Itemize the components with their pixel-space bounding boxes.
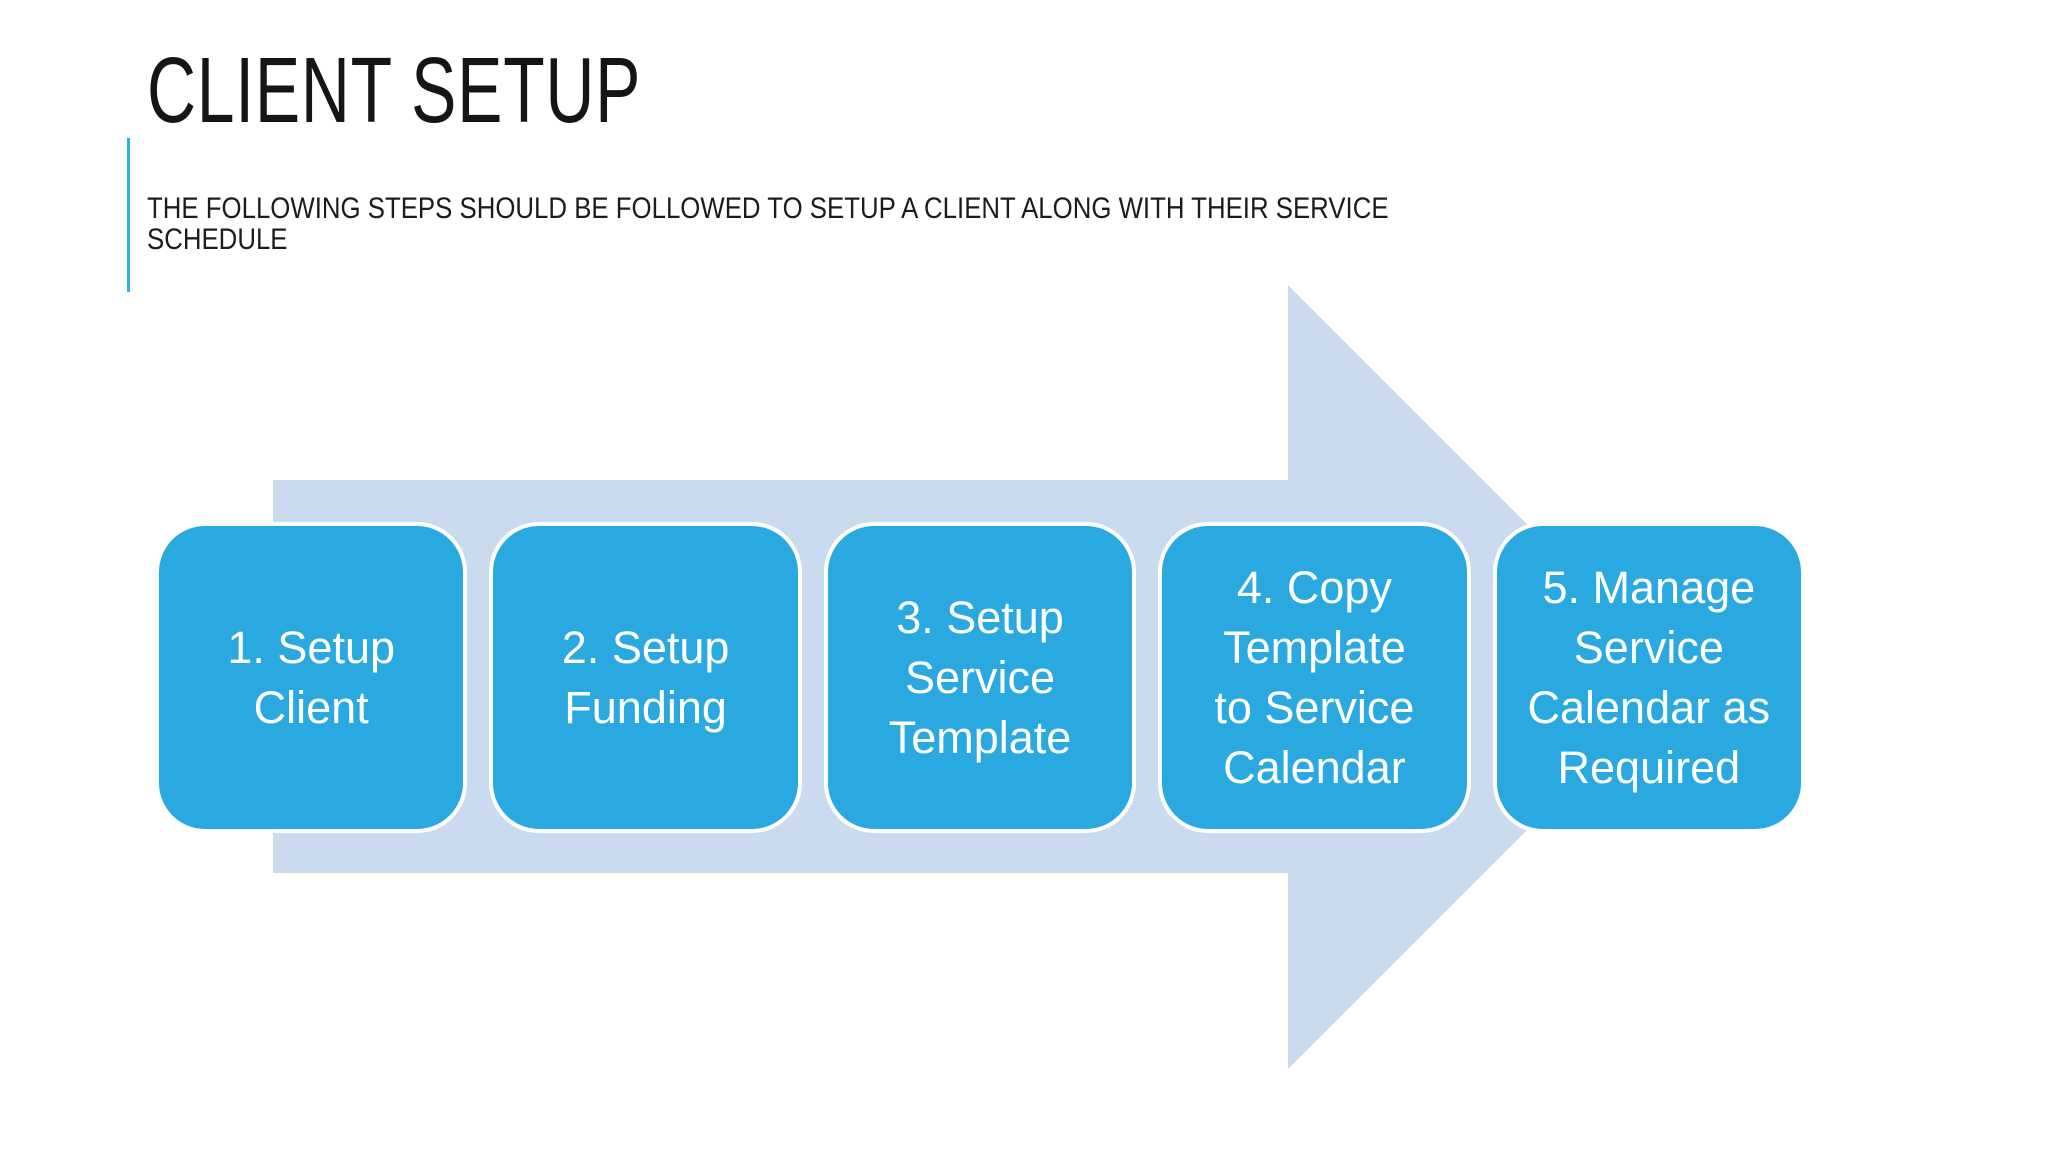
slide-subtitle: THE FOLLOWING STEPS SHOULD BE FOLLOWED T… bbox=[147, 193, 1591, 255]
step-label-line: Calendar as bbox=[1527, 681, 1771, 733]
step-label-line: to Service bbox=[1214, 681, 1415, 733]
subtitle-line-1: THE FOLLOWING STEPS SHOULD BE FOLLOWED T… bbox=[147, 192, 1389, 225]
step-label-line: Template bbox=[1223, 621, 1406, 673]
step-label-line: 4. Copy bbox=[1236, 561, 1392, 613]
subtitle-line-2: SCHEDULE bbox=[147, 223, 288, 256]
slide-title-text: CLIENT SETUP bbox=[147, 38, 642, 142]
step-label-line: Service bbox=[1573, 621, 1724, 673]
step-label-line: Calendar bbox=[1223, 741, 1406, 793]
step-label-line: Funding bbox=[564, 681, 727, 733]
step-label-line: Required bbox=[1557, 741, 1741, 793]
step-label-line: 5. Manage bbox=[1542, 561, 1756, 613]
step-label-line: 3. Setup bbox=[896, 591, 1064, 643]
step-label-line: Service bbox=[904, 651, 1056, 703]
step-label-line: 2. Setup bbox=[561, 621, 730, 673]
title-accent-bar bbox=[127, 138, 130, 292]
slide-title: CLIENT SETUP bbox=[147, 44, 824, 137]
step-label-line: 1. Setup bbox=[227, 621, 396, 673]
step-label-line: Client bbox=[253, 681, 369, 733]
step-label-line: Template bbox=[888, 711, 1072, 763]
